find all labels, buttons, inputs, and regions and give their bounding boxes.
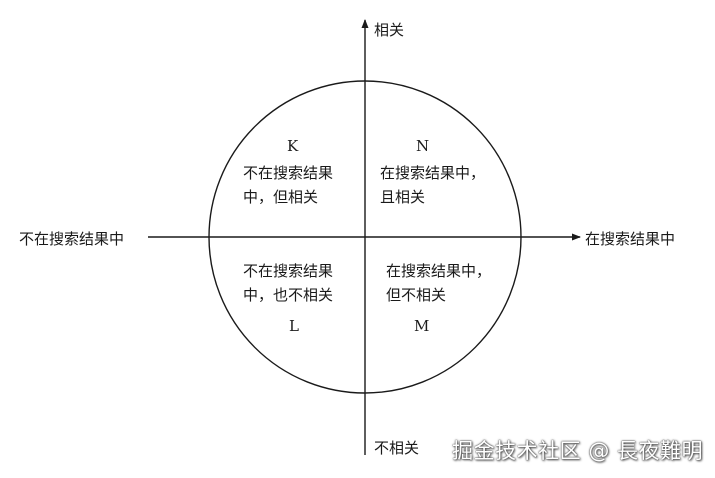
quadrant-n-letter: N xyxy=(416,137,430,155)
axis-label-left: 不在搜索结果中 xyxy=(19,230,125,248)
axis-label-right: 在搜索结果中 xyxy=(585,230,676,248)
quadrant-k-line1: 不在搜索结果 xyxy=(243,164,334,182)
quadrant-m-line2: 但不相关 xyxy=(386,286,447,304)
quadrant-n-line2: 且相关 xyxy=(380,188,426,206)
axis-label-top: 相关 xyxy=(374,21,405,39)
quadrant-m-letter: M xyxy=(414,317,430,335)
quadrant-l-line2: 中，也不相关 xyxy=(243,286,334,304)
watermark: 掘金技术社区 @ 長夜難明 xyxy=(452,439,703,463)
quadrant-m-line1: 在搜索结果中， xyxy=(386,262,492,280)
quadrant-l-letter: L xyxy=(289,317,299,335)
axis-label-bottom: 不相关 xyxy=(374,439,420,457)
quadrant-k-letter: K xyxy=(287,137,299,155)
quadrant-l-line1: 不在搜索结果 xyxy=(243,262,334,280)
quadrant-k-line2: 中，但相关 xyxy=(243,188,319,206)
quadrant-n-line1: 在搜索结果中， xyxy=(380,164,486,182)
